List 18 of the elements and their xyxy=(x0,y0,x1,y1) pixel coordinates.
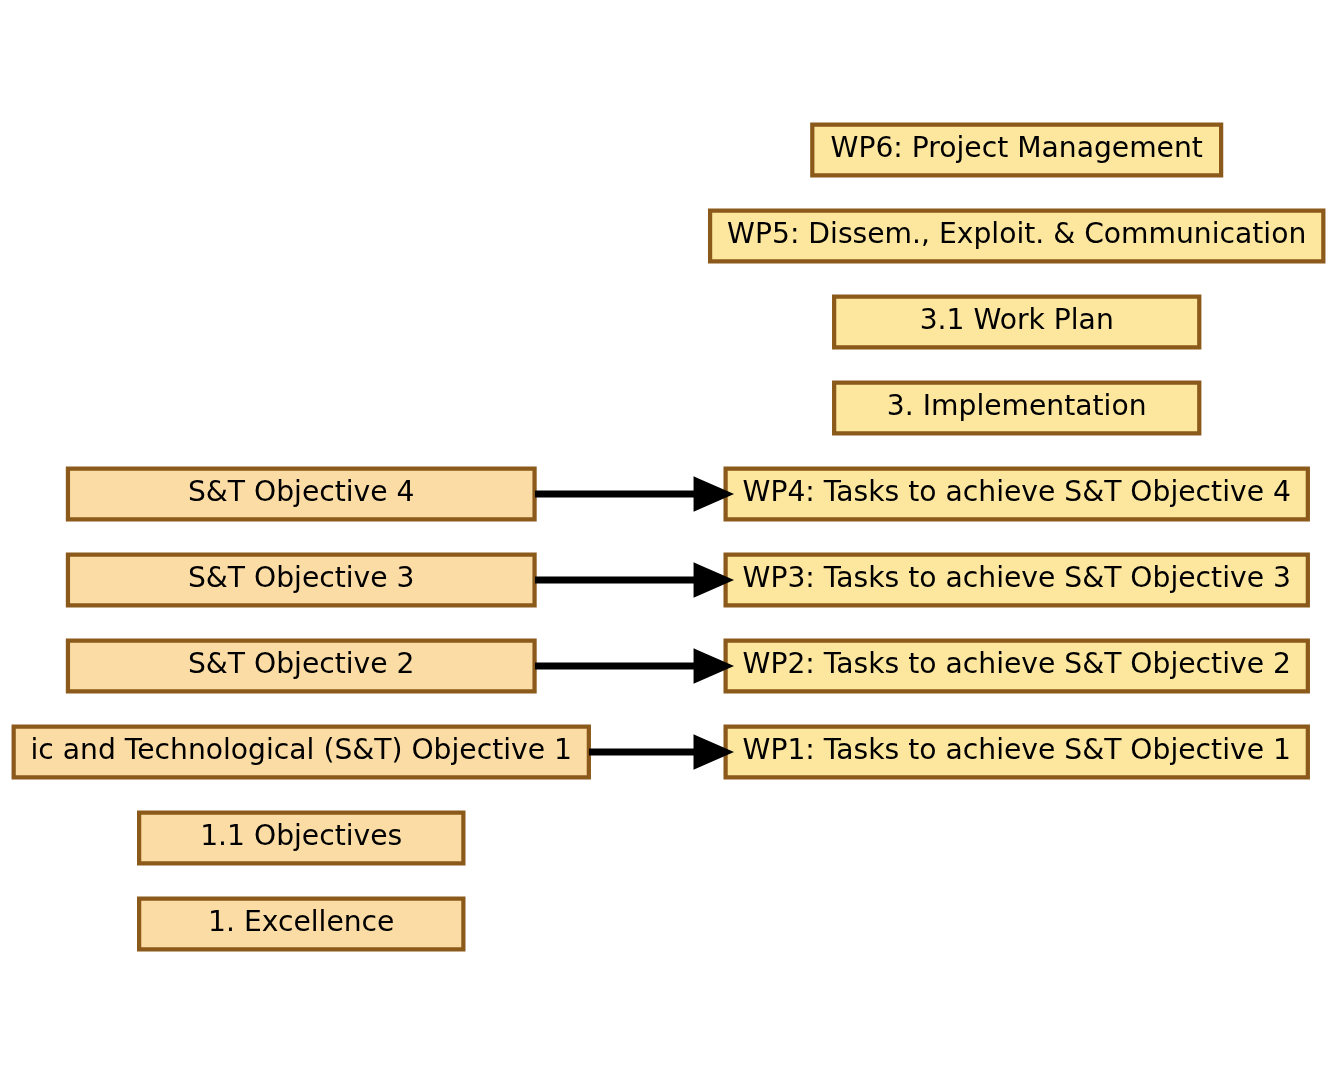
node-box: 3.1 Work Plan xyxy=(832,294,1202,349)
node-box: 1. Excellence xyxy=(137,896,466,951)
node-box: 3. Implementation xyxy=(832,380,1202,435)
node-box: WP4: Tasks to achieve S&T Objective 4 xyxy=(723,466,1310,521)
arrow xyxy=(588,733,735,770)
node-box: WP1: Tasks to achieve S&T Objective 1 xyxy=(723,724,1310,779)
node-box: S&T Objective 3 xyxy=(65,552,537,607)
node-box: S&T Objective 4 xyxy=(65,466,537,521)
arrow xyxy=(535,647,735,684)
node-box: ic and Technological (S&T) Objective 1 xyxy=(11,724,591,779)
node-box: WP5: Dissem., Exploit. & Communication xyxy=(707,208,1326,263)
node-box: S&T Objective 2 xyxy=(65,638,537,693)
arrow xyxy=(535,561,735,598)
arrow xyxy=(535,475,735,512)
node-box: 1.1 Objectives xyxy=(137,810,466,865)
node-box: WP6: Project Management xyxy=(810,122,1224,177)
node-box: WP3: Tasks to achieve S&T Objective 3 xyxy=(723,552,1310,607)
node-box: WP2: Tasks to achieve S&T Objective 2 xyxy=(723,638,1310,693)
